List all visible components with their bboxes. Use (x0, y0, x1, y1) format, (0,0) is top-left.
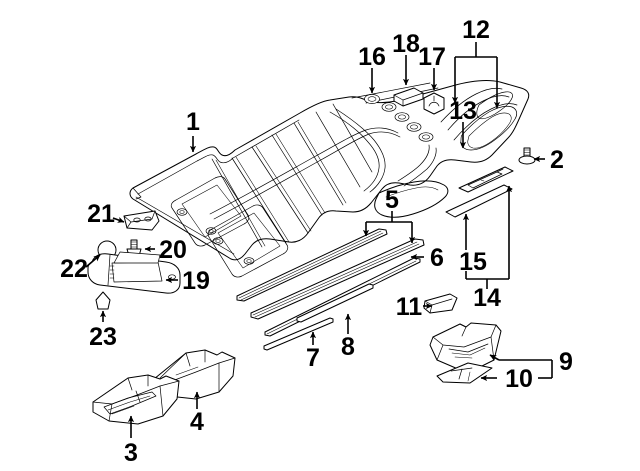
callout-label-12: 12 (462, 16, 490, 44)
callout-label-8: 8 (341, 333, 355, 361)
callout-14: 14 (465, 185, 513, 312)
part-sun-visor (87, 251, 181, 294)
callout-2: 2 (533, 146, 564, 174)
part-hex-retainer-nut (423, 92, 445, 115)
part-console-bracket (429, 322, 502, 370)
callout-label-13: 13 (449, 97, 477, 125)
callout-label-16: 16 (358, 43, 386, 71)
callout-3: 3 (124, 415, 138, 467)
callout-22: 22 (60, 254, 101, 283)
callout-15: 15 (459, 213, 487, 276)
callout-label-19: 19 (182, 267, 210, 295)
part-roof-grommet-extra (381, 102, 434, 142)
callout-6: 6 (410, 244, 444, 272)
callout-label-6: 6 (430, 244, 444, 272)
part-upper-trim-strip (296, 283, 374, 323)
part-headliner-panel (129, 80, 530, 278)
part-console-bracket-cover (436, 362, 493, 384)
callout-10: 10 (480, 365, 533, 393)
part-coat-hook (423, 293, 458, 314)
callout-12: 12 (451, 16, 501, 109)
callout-label-11: 11 (396, 293, 423, 321)
part-roof-side-trim-molding (236, 228, 425, 320)
callout-label-15: 15 (459, 248, 487, 276)
part-lower-trim-strip (263, 317, 334, 351)
part-headliner-screw (518, 147, 536, 165)
callout-1: 1 (186, 108, 200, 153)
part-overhead-console-lamp (92, 374, 180, 425)
part-visor-clip (95, 291, 111, 310)
callout-11: 11 (396, 293, 433, 321)
callout-18: 18 (392, 30, 420, 86)
callout-label-23: 23 (89, 323, 117, 351)
callout-label-9: 9 (559, 348, 573, 376)
callout-label-22: 22 (60, 255, 88, 283)
part-roof-grommet (364, 94, 380, 104)
callout-label-18: 18 (392, 30, 420, 58)
callout-16: 16 (358, 43, 386, 94)
callout-label-10: 10 (505, 365, 533, 393)
part-assist-handle-trim-cover (445, 184, 513, 218)
callout-label-1: 1 (186, 108, 200, 136)
callout-label-21: 21 (87, 200, 115, 228)
callout-23: 23 (89, 310, 117, 351)
callout-label-5: 5 (385, 186, 399, 214)
part-front-assist-handle (458, 166, 514, 193)
callout-label-7: 7 (306, 344, 320, 372)
part-visor-mounting-bracket (123, 210, 160, 231)
callout-label-4: 4 (190, 408, 204, 436)
callout-17: 17 (418, 43, 446, 91)
callout-21: 21 (87, 200, 125, 228)
callout-label-3: 3 (124, 439, 138, 467)
callout-label-17: 17 (418, 43, 446, 71)
callout-label-20: 20 (159, 236, 187, 264)
callout-13: 13 (449, 97, 477, 149)
callout-20: 20 (144, 236, 187, 264)
callout-19: 19 (165, 267, 210, 295)
callout-4: 4 (190, 391, 204, 436)
part-antenna-base-pad (393, 87, 424, 107)
callout-9: 9 (489, 348, 573, 379)
callout-8: 8 (341, 313, 355, 361)
callout-label-14: 14 (473, 284, 501, 312)
callout-5: 5 (362, 186, 416, 244)
callout-7: 7 (306, 331, 320, 372)
callout-label-2: 2 (550, 146, 564, 174)
